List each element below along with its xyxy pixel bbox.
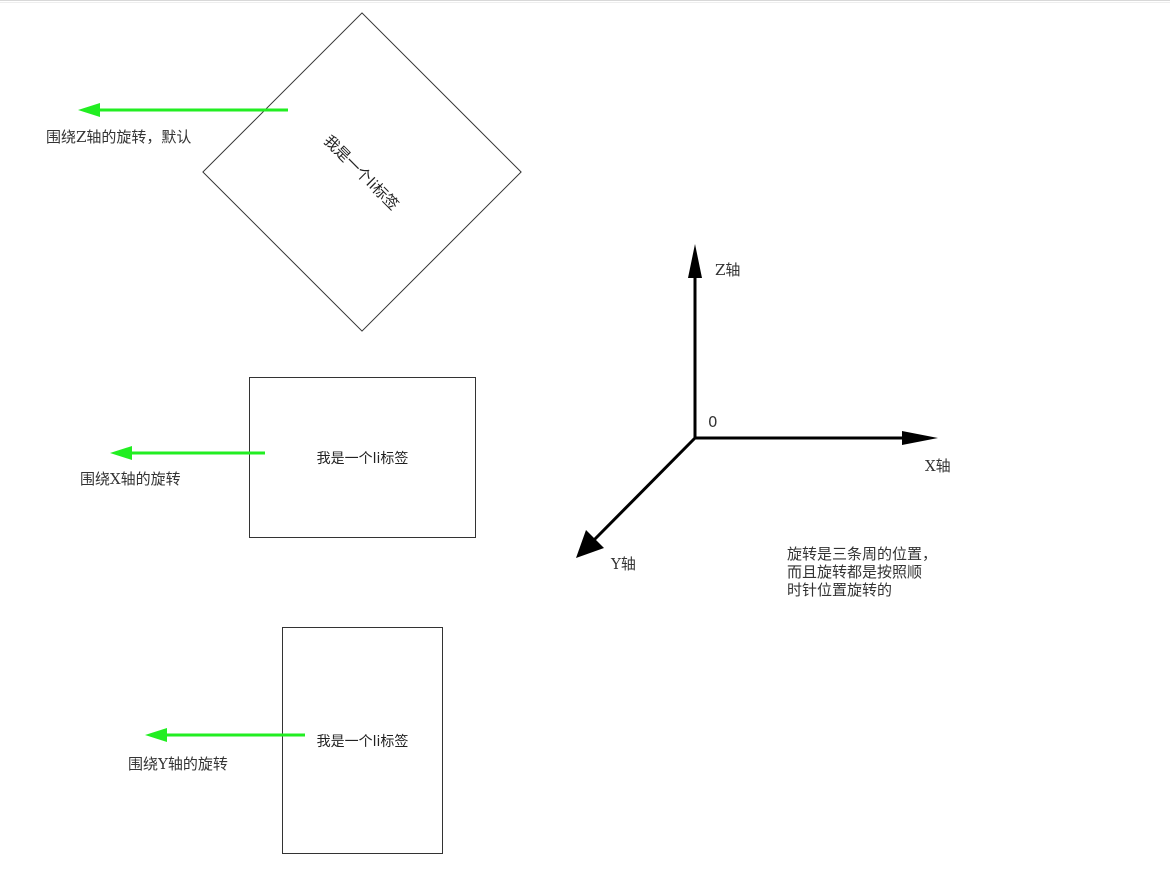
note-line-3: 时针位置旋转的 xyxy=(787,581,893,599)
note-line-1: 旋转是三条周的位置， xyxy=(787,545,938,563)
axis-y-label: Y轴 xyxy=(611,555,636,573)
green-arrow-z xyxy=(78,103,288,117)
axis-z-label: Z轴 xyxy=(715,261,741,279)
caption-rotate-x: 围绕X轴的旋转 xyxy=(80,470,181,488)
green-arrow-y xyxy=(145,728,305,742)
axis-x-label: X轴 xyxy=(925,457,951,475)
li-box-x-label: 我是一个li标签 xyxy=(316,450,409,467)
note-line-2: 而且旋转都是按照顺 xyxy=(787,563,923,581)
caption-rotate-z: 围绕Z轴的旋转，默认 xyxy=(46,128,192,146)
green-arrow-x xyxy=(110,446,265,460)
li-box-y-rotated: 我是一个li标签 xyxy=(282,627,443,854)
origin-label: 0 xyxy=(708,413,718,431)
li-box-x-rotated: 我是一个li标签 xyxy=(249,377,476,538)
top-border xyxy=(0,0,1170,3)
axis-y-arrow xyxy=(576,436,697,558)
axis-z-arrow xyxy=(688,244,702,438)
rotation-note: 旋转是三条周的位置， 而且旋转都是按照顺 时针位置旋转的 xyxy=(787,545,937,599)
axis-x-arrow xyxy=(695,431,938,445)
caption-rotate-y: 围绕Y轴的旋转 xyxy=(128,755,228,773)
li-box-y-label: 我是一个li标签 xyxy=(316,733,409,750)
